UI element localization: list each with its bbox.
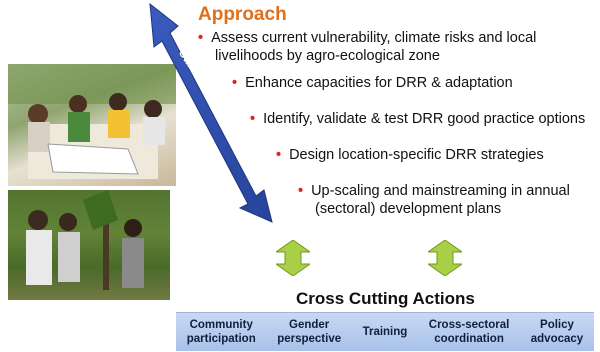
approach-title: Approach — [198, 4, 287, 25]
bullet-icon: • — [198, 30, 204, 46]
up-down-arrow-icon — [276, 240, 310, 276]
action-cross-sectoral-coordination: Cross-sectoral coordination — [428, 319, 510, 345]
approach-bullet: •Design location-specific DRR strategies — [276, 147, 544, 163]
approach-bullet: •Assess current vulnerability, climate r… — [198, 30, 537, 64]
bullet-icon: • — [250, 111, 256, 127]
approach-bullet: •Enhance capacities for DRR & adaptation — [232, 75, 513, 91]
up-down-arrow-icon — [428, 240, 462, 276]
cross-cutting-title: Cross Cutting Actions — [296, 289, 475, 308]
action-training: Training — [362, 326, 408, 338]
workshop-photo — [8, 64, 176, 186]
cross-cutting-actions-bar: Community participation Gender perspecti… — [176, 312, 594, 351]
bullet-icon: • — [276, 147, 282, 163]
bullet-icon: • — [232, 75, 238, 91]
approach-bullet: •Identify, validate & test DRR good prac… — [250, 111, 586, 127]
field-photo — [8, 190, 170, 300]
action-gender-perspective: Gender perspective — [277, 319, 342, 345]
action-community-participation: Community participation — [186, 319, 256, 345]
action-policy-advocacy: Policy advocacy — [530, 319, 584, 345]
approach-bullet: •Up-scaling and mainstreaming in annual … — [298, 183, 570, 217]
bullet-icon: • — [298, 183, 304, 199]
